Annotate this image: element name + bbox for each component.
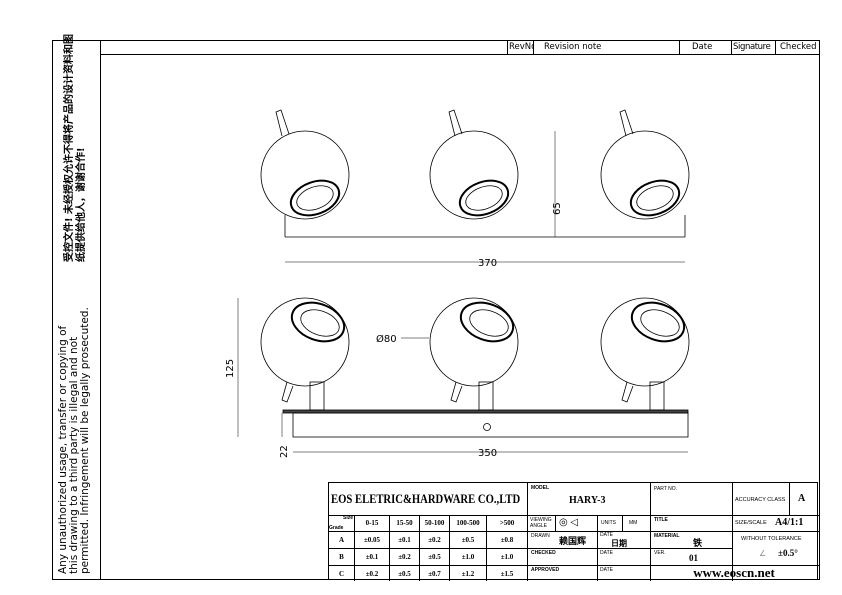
tolerance-cell: ±0.05 [354, 531, 389, 548]
company-name: EOS ELETRIC&HARDWARE CO.,LTD [331, 491, 521, 506]
dim-diameter: Ø80 [376, 333, 397, 345]
tolerance-column-header: 100-500 [449, 515, 486, 531]
tolerance-cell: ±0.2 [419, 531, 449, 548]
drawn-by: 赖国辉 [559, 536, 587, 546]
signature-header: Signature [731, 40, 775, 54]
tolerance-cell: ±0.8 [486, 531, 527, 548]
dim-125: 125 [225, 359, 236, 378]
checked-header: Checked [775, 40, 820, 54]
website: www.eoscn.net [693, 565, 775, 580]
tolerance-column-header: 15-50 [389, 515, 419, 531]
tolerance-cell: ±1.0 [486, 548, 527, 565]
notice-strip [52, 40, 101, 580]
rev-no-header: RevNo [507, 40, 533, 54]
spotlight-front-2 [429, 297, 519, 411]
accuracy-value: A [798, 493, 806, 504]
spotlight-top-3 [600, 109, 690, 220]
tolerance-cell: ±0.5 [449, 531, 486, 548]
tolerance-cell: ±1.0 [449, 548, 486, 565]
tolerance-column-header: 0-15 [354, 515, 389, 531]
spotlight-top-2 [429, 109, 519, 220]
dim-350: 350 [478, 448, 497, 459]
angle-tolerance: ±0.5° [778, 548, 798, 558]
screw-icon [483, 423, 491, 431]
tolerance-cell: ±0.5 [419, 548, 449, 565]
tolerance-cell: ±1.5 [486, 565, 527, 581]
spotlight-front-1 [260, 297, 350, 411]
grade-label: A [329, 531, 354, 548]
tolerance-cell: ±0.5 [389, 565, 419, 581]
spotlight-front-3 [600, 297, 690, 411]
grade-label: B [329, 548, 354, 565]
tolerance-cell: ±0.1 [389, 531, 419, 548]
dim-22: 22 [279, 445, 290, 458]
tolerance-column-header: 50-100 [419, 515, 449, 531]
projection-symbol-icon: ◎ ◁ [559, 517, 578, 528]
date-header: Date [679, 40, 731, 54]
grade-label: C [329, 565, 354, 581]
angle-icon: ∠ [759, 549, 767, 558]
dim-370: 370 [478, 258, 497, 269]
front-view [237, 297, 690, 453]
spotlight-top-1 [260, 109, 350, 220]
tolerance-cell: ±0.7 [419, 565, 449, 581]
tolerance-cell: ±1.2 [449, 565, 486, 581]
size-scale-value: A4/1:1 [775, 517, 804, 528]
revision-note-header: Revision note [533, 40, 679, 54]
dim-65: 65 [552, 202, 563, 215]
tolerance-cell: ±0.2 [389, 548, 419, 565]
tolerance-cell: ±0.2 [354, 565, 389, 581]
top-view [260, 109, 690, 263]
tolerance-cell: ±0.1 [354, 548, 389, 565]
tolerance-column-header: >500 [486, 515, 527, 531]
model-value: HARY-3 [569, 495, 606, 506]
revision-header: RevNo Revision note Date Signature Check… [101, 40, 820, 55]
